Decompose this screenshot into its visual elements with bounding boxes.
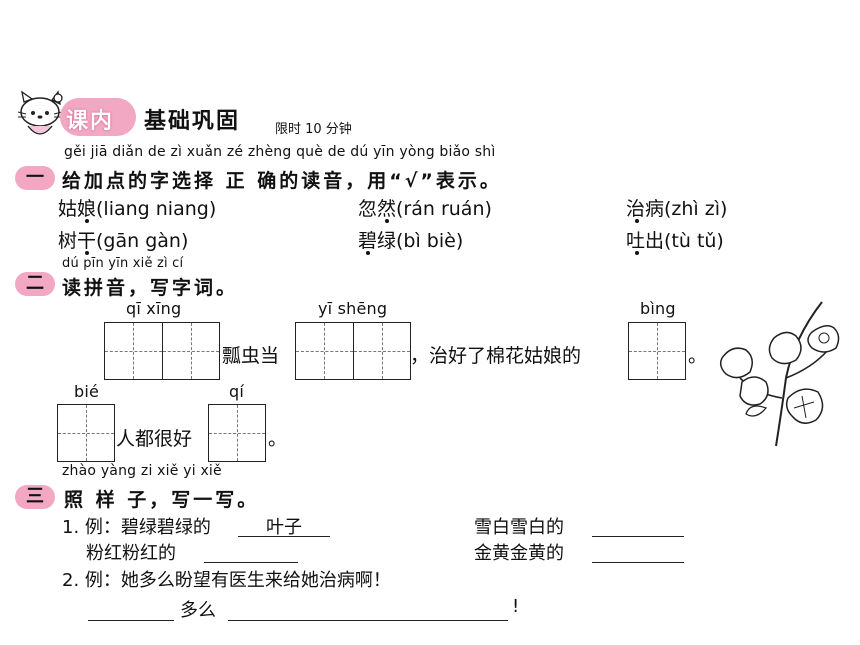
section2-instruction: 读拼音，写字词。 bbox=[62, 277, 239, 299]
emphasis-dot bbox=[385, 219, 389, 223]
grid-cell[interactable] bbox=[209, 405, 265, 461]
pinyin-yisheng: yī shēng bbox=[318, 299, 388, 318]
row1-text1: 瓢虫当 bbox=[222, 345, 280, 367]
row2-end: 。 bbox=[268, 428, 288, 450]
item-zhibing: 治病(zhì zì) bbox=[626, 198, 728, 220]
q1-fenhong: 粉红粉红的 bbox=[86, 543, 176, 564]
pinyin-bing: bìng bbox=[640, 299, 676, 318]
q1-answer: 叶子 bbox=[266, 517, 302, 538]
writing-grid-bie[interactable] bbox=[57, 404, 115, 462]
pinyin-bie: bié bbox=[74, 382, 100, 401]
answer-line-q2-end[interactable] bbox=[228, 620, 508, 621]
section1-instruction: 给加点的字选择 正 确的读音，用“√”表示。 bbox=[62, 170, 502, 192]
q2-duome: 多么 bbox=[180, 600, 216, 621]
grid-cell[interactable] bbox=[353, 323, 411, 379]
item-huran: 忽然(rán ruán) bbox=[358, 198, 492, 220]
q1-xuebai: 雪白雪白的 bbox=[474, 517, 564, 538]
answer-line-jinhuang[interactable] bbox=[592, 562, 684, 563]
section2-number: 二 bbox=[15, 272, 55, 296]
row2-text1: 人都很好 bbox=[116, 428, 193, 450]
grid-cell[interactable] bbox=[58, 405, 114, 461]
row1-text2: ，治好了棉花姑娘的 bbox=[410, 345, 582, 367]
item-shugan: 树干(gān gàn) bbox=[58, 230, 189, 252]
pinyin-qixing: qī xīng bbox=[126, 299, 182, 318]
section2-pinyin: dú pīn yīn xiě zì cí bbox=[62, 256, 184, 271]
cotton-plant-illustration bbox=[719, 301, 840, 447]
q2-example: 2. 例：她多么盼望有医生来给她治病啊！ bbox=[62, 570, 391, 591]
time-limit: 限时 10 分钟 bbox=[275, 122, 352, 137]
answer-line-q2-start[interactable] bbox=[88, 620, 174, 621]
q2-end-mark: ! bbox=[512, 596, 520, 617]
writing-grid-qixing[interactable] bbox=[104, 322, 220, 380]
section-title: 基础巩固 bbox=[144, 109, 241, 134]
q1-answer-line bbox=[238, 536, 330, 537]
section1-pinyin: gěi jiā diǎn de zì xuǎn zé zhèng què de … bbox=[64, 144, 496, 160]
grid-cell[interactable] bbox=[296, 323, 354, 379]
writing-grid-yisheng[interactable] bbox=[295, 322, 411, 380]
lesson-badge bbox=[60, 98, 136, 136]
emphasis-dot bbox=[635, 251, 639, 255]
grid-cell[interactable] bbox=[629, 323, 685, 379]
q1-jinhuang: 金黄金黄的 bbox=[474, 543, 564, 564]
emphasis-dot bbox=[85, 251, 89, 255]
emphasis-dot bbox=[635, 219, 639, 223]
lesson-badge-label: 课内 bbox=[66, 109, 115, 134]
row1-end: 。 bbox=[688, 345, 708, 367]
q1-example: 1. 例：碧绿碧绿的 bbox=[62, 517, 211, 538]
pinyin-qi: qí bbox=[229, 382, 245, 401]
answer-line-xuebai[interactable] bbox=[592, 536, 684, 537]
writing-grid-bing[interactable] bbox=[628, 322, 686, 380]
section1-number: 一 bbox=[15, 166, 55, 190]
section3-pinyin: zhào yàng zi xiě yi xiě bbox=[62, 463, 222, 479]
emphasis-dot bbox=[85, 219, 89, 223]
grid-cell[interactable] bbox=[162, 323, 220, 379]
item-tuchu: 吐出(tù tǔ) bbox=[626, 230, 724, 252]
grid-cell[interactable] bbox=[105, 323, 163, 379]
item-guniang: 姑娘(liang niang) bbox=[58, 198, 217, 220]
writing-grid-qi[interactable] bbox=[208, 404, 266, 462]
item-bilv: 碧绿(bì biè) bbox=[358, 230, 464, 252]
section3-number: 三 bbox=[15, 485, 55, 509]
answer-line-fenhong[interactable] bbox=[204, 562, 298, 563]
emphasis-dot bbox=[366, 251, 370, 255]
section3-instruction: 照 样 子，写一写。 bbox=[64, 489, 260, 511]
cartoon-cat-icon bbox=[17, 90, 63, 135]
